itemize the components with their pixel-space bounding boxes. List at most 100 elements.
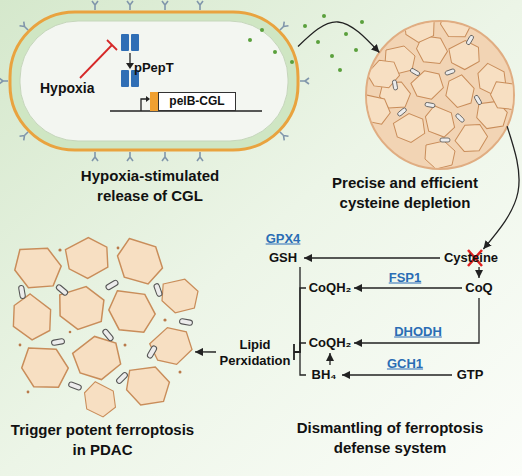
illustration-part	[162, 152, 168, 161]
illustration-part	[18, 285, 25, 299]
illustration-part	[51, 338, 65, 345]
illustration-part	[69, 331, 72, 334]
flow-arrow	[195, 351, 216, 352]
illustration-part	[55, 284, 68, 296]
node-text: pPepT	[134, 60, 194, 76]
illustration-part	[124, 344, 127, 347]
illustration-part	[487, 78, 522, 115]
illustration-part	[420, 102, 461, 142]
illustration-part	[290, 60, 294, 64]
metabolite-node: CoQH₂	[306, 333, 354, 353]
ferroptosis-scene: Trigger potent ferroptosis in PDAC	[10, 238, 195, 413]
node-text: Cysteine	[444, 250, 498, 266]
metabolite-node: BH₄	[306, 365, 342, 385]
inhibition-line	[294, 267, 300, 352]
inhibition-line	[294, 343, 306, 352]
illustration-part	[104, 285, 161, 340]
inhibition-line	[294, 352, 306, 375]
enzyme-label: GCH1	[387, 356, 423, 371]
secreted-cgl	[248, 14, 364, 72]
illustration-part	[364, 54, 405, 94]
arrow-head	[146, 96, 150, 102]
illustration-part	[445, 68, 456, 75]
illustration-part	[474, 95, 482, 106]
inhibition-bar	[107, 40, 117, 50]
process-node: Lipid Perxidation	[216, 336, 294, 370]
cell-debris	[19, 247, 182, 394]
surface-proteins	[0, 1, 309, 161]
illustration-part	[330, 54, 334, 58]
illustration-part	[110, 233, 170, 292]
metabolite-node: GSH	[262, 249, 304, 267]
node-text: Hypoxia	[40, 80, 110, 97]
illustration-part	[58, 248, 61, 251]
illustration-part	[127, 152, 133, 161]
illustration-part	[179, 318, 193, 325]
illustration-part	[354, 48, 358, 52]
bacterium-cytoplasm	[20, 21, 288, 141]
illustration-part	[466, 35, 474, 46]
node-text: CoQ	[465, 280, 492, 296]
node-text: GTP	[457, 367, 484, 383]
caption-text: Precise and efficient cysteine depletion	[305, 173, 505, 212]
illustration-part	[440, 138, 450, 142]
connectors	[195, 22, 519, 375]
illustration-part	[360, 20, 364, 24]
illustration-part	[355, 91, 394, 129]
illustration-part	[102, 328, 114, 341]
illustration-part	[125, 365, 170, 408]
arrow-head	[126, 63, 134, 69]
enzyme-label: FSP1	[389, 270, 422, 285]
flow-arrow	[483, 126, 519, 249]
node-text: CoQH₂	[309, 335, 352, 351]
illustration-part	[303, 24, 307, 28]
bacterium-outline	[10, 12, 298, 150]
enzyme-label: GPX4	[266, 231, 301, 246]
illustration-part	[146, 345, 157, 359]
metabolite-node: Cysteine	[440, 249, 502, 267]
flow-arrow	[298, 22, 379, 53]
node-text: BH₄	[312, 367, 337, 383]
illustration-part	[77, 378, 122, 423]
flow-arrow	[329, 353, 330, 365]
illustration-part	[146, 320, 198, 371]
metabolite-node: CoQH₂	[306, 278, 354, 298]
inhibition-line	[294, 288, 306, 352]
illustration-part	[68, 381, 82, 390]
illustration-part	[197, 152, 203, 161]
illustration-part	[12, 243, 64, 292]
illustration-part	[0, 78, 8, 84]
section-caption: Dismantling of ferroptosis defense syste…	[270, 418, 510, 457]
flow-arrow	[478, 267, 479, 278]
node-text: Lipid Perxidation	[216, 337, 294, 368]
illustration-part	[3, 289, 60, 346]
ferroptotic-cells	[3, 233, 198, 423]
illustration-part	[163, 318, 166, 321]
illustration-part	[248, 38, 252, 42]
flow-arrow	[354, 298, 479, 343]
illustration-part	[425, 102, 436, 108]
illustration-part	[179, 371, 182, 374]
metabolite-node: GTP	[452, 365, 488, 385]
ppept-sensor	[121, 70, 129, 87]
flow-arrow	[342, 374, 452, 375]
illustration-part	[153, 283, 162, 297]
node-text: pelB-CGL	[169, 94, 224, 108]
node-text: GSH	[269, 250, 297, 266]
caption-text: Hypoxia-stimulated release of CGL	[60, 166, 240, 205]
illustration-part	[18, 342, 72, 394]
illustration-part	[397, 107, 407, 116]
illustration-part	[425, 141, 455, 169]
illustration-part	[63, 234, 114, 283]
illustration-part	[322, 14, 326, 18]
illustration-part	[392, 80, 398, 91]
caption-text: Trigger potent ferroptosis in PDAC	[10, 420, 195, 459]
illustration-part	[403, 12, 437, 45]
inhibition-line	[80, 45, 112, 78]
illustration-part	[338, 68, 342, 72]
